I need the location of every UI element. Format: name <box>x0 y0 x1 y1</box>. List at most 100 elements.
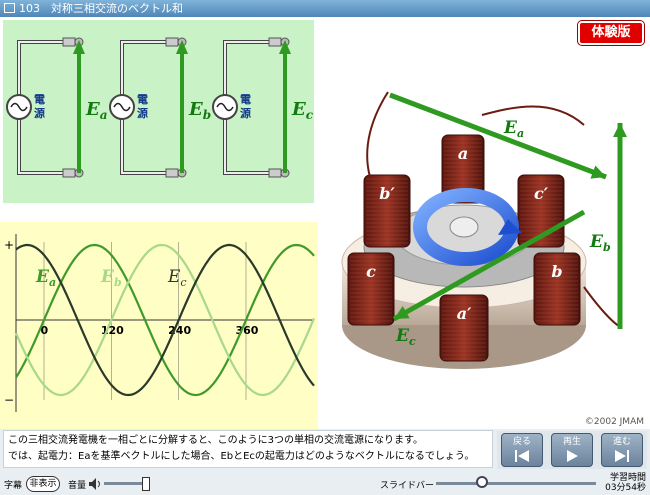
minus-label: − <box>4 393 14 407</box>
coil-2: b′ <box>363 174 411 248</box>
source-label: 電 <box>240 93 251 106</box>
wire-left <box>366 91 389 178</box>
sine-symbol-icon <box>113 102 131 112</box>
plus-label: + <box>4 238 14 252</box>
title-bar: 103 対称三相交流のベクトル和 <box>0 0 650 17</box>
circuit-wire <box>120 130 168 175</box>
play-label: 再生 <box>562 437 581 447</box>
tick-label: 120 <box>101 324 124 337</box>
waveform-panel: + − 0 120 240 360 Ea Eb Ec <box>0 222 318 429</box>
vector-ec <box>392 209 586 322</box>
slide-bar[interactable] <box>436 482 596 485</box>
navigation-group: 戻る 再生 進む <box>497 431 647 469</box>
coil-6: a′ <box>439 294 489 362</box>
vector-eb <box>389 92 607 180</box>
terminal-icon <box>165 168 179 178</box>
vector-ea-head <box>613 123 627 137</box>
copyright-text: ©2002 JMAM <box>584 417 644 427</box>
source-label: 源 <box>34 106 45 120</box>
volume-label: 音量 <box>68 481 87 491</box>
window-title: 103 対称三相交流のベクトル和 <box>19 2 183 15</box>
coil-label: c <box>366 262 376 281</box>
terminal-icon <box>268 168 282 178</box>
source-label: 電 <box>137 93 148 106</box>
window-menu-icon[interactable] <box>4 3 15 13</box>
subtitle-toggle-button[interactable]: 非表示 <box>26 476 60 492</box>
speaker-icon[interactable] <box>88 477 102 491</box>
emf-label: Ec <box>291 99 314 122</box>
back-button[interactable]: 戻る <box>501 433 543 467</box>
tick-label: 360 <box>236 324 259 337</box>
sine-symbol-icon <box>10 102 28 112</box>
emf-arrowhead <box>279 40 291 54</box>
terminal-icon <box>165 37 179 47</box>
coil-4: c <box>347 252 395 326</box>
caption-line-2: では、起電力：Eaを基準ベクトルにした場合、EbとEcの起電力はどのようなベクト… <box>8 451 475 462</box>
play-button[interactable]: 再生 <box>551 433 593 467</box>
wave-series-a <box>15 243 315 397</box>
subtitle-label: 字幕 <box>4 481 23 491</box>
slidebar-label: スライドバー <box>380 481 435 491</box>
wave-series-b <box>14 243 316 397</box>
source-label: 源 <box>137 106 148 120</box>
rotation-arrowhead <box>498 219 522 235</box>
vector-ec-head <box>394 306 410 319</box>
wire-right-bottom <box>583 286 623 328</box>
coil-label: a′ <box>457 304 472 323</box>
study-time-value: 03分54秒 <box>605 483 646 493</box>
caption-line-1: この三相交流発電機を一相ごとに分解すると、このように3つの単相の交流電源になりま… <box>8 435 423 446</box>
coil-label: a <box>458 144 468 163</box>
waveform-chart: + − 0 120 240 360 Ea Eb Ec <box>4 234 316 412</box>
vector-eb-head <box>590 165 606 179</box>
emf-arrowhead <box>176 40 188 54</box>
shaft-icon <box>449 216 479 238</box>
coil-label: b <box>551 262 562 281</box>
coil-label: b′ <box>379 184 395 203</box>
control-bar: この三相交流発電機を一相ごとに分解すると、このように3つの単相の交流電源になりま… <box>0 429 650 495</box>
circuit-1: 電源 Ea <box>6 37 108 178</box>
circuit-wire <box>17 130 65 175</box>
emf-label: Ea <box>85 99 108 122</box>
sine-symbol-icon <box>216 102 234 112</box>
coil-winding <box>439 294 489 362</box>
slide-bar-handle[interactable] <box>476 476 488 488</box>
coil-label: c′ <box>534 184 549 203</box>
control-row: 字幕 非表示 音量 スライドバー 学習時間 03分54秒 <box>0 473 650 495</box>
source-label: 電 <box>34 93 45 106</box>
circuit-2: 電源 Eb <box>109 37 211 178</box>
coil-winding <box>441 134 485 204</box>
legend-label: Eb <box>100 267 122 289</box>
study-time: 学習時間 03分54秒 <box>604 473 646 493</box>
coil-5: b <box>533 252 581 326</box>
play-icon <box>567 450 578 462</box>
terminal-icon <box>268 37 282 47</box>
trial-version-badge: 体験版 <box>578 21 644 45</box>
volume-slider-handle[interactable] <box>142 477 150 491</box>
circuit-wire <box>223 130 271 175</box>
next-button[interactable]: 進む <box>601 433 643 467</box>
terminal-icon <box>62 168 76 178</box>
study-time-label: 学習時間 <box>609 473 646 483</box>
next-label: 進む <box>612 437 631 447</box>
wave-series-c <box>15 243 315 397</box>
skip-forward-icon <box>615 450 629 462</box>
tick-label: 240 <box>168 324 191 337</box>
emf-arrowhead <box>73 40 85 54</box>
tick-label: 0 <box>41 324 49 337</box>
volume-slider[interactable] <box>104 482 150 485</box>
emf-label: Eb <box>188 99 211 122</box>
skip-back-icon <box>515 450 529 462</box>
back-label: 戻る <box>512 437 531 447</box>
terminal-icon <box>62 37 76 47</box>
caption-box: この三相交流発電機を一相ごとに分解すると、このように3つの単相の交流電源になりま… <box>3 430 493 468</box>
wire-right-top <box>481 105 585 126</box>
vector-label-b: Eb <box>589 232 611 254</box>
legend-label: Ec <box>167 267 187 289</box>
legend-label: Ea <box>35 267 56 289</box>
vector-label-a: Ea <box>503 118 524 140</box>
